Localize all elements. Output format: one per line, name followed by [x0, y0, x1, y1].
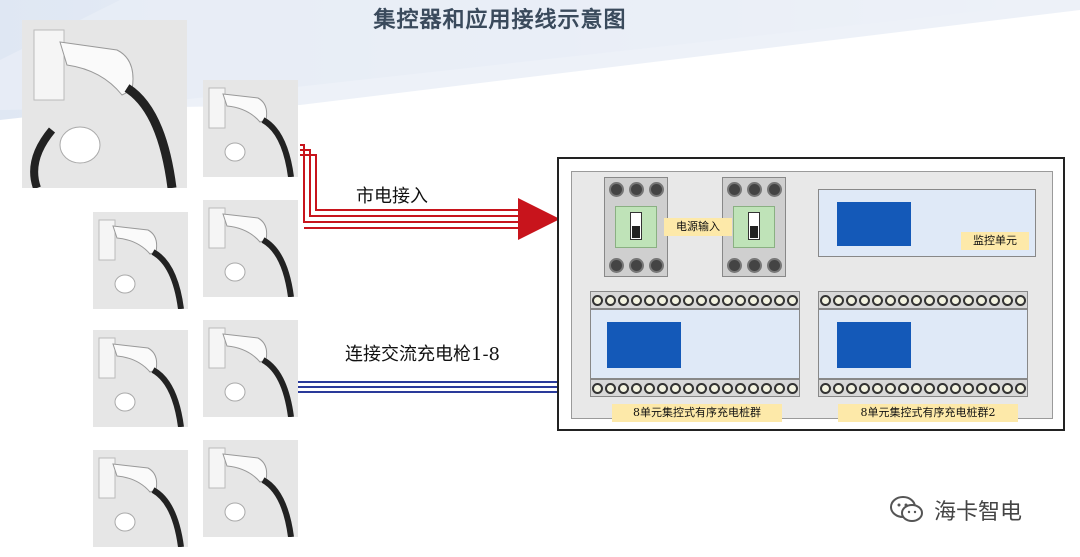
- power-input-tag: 电源输入: [664, 218, 732, 236]
- watermark-text: 海卡智电: [934, 500, 1023, 525]
- group-1-screen: [607, 322, 681, 368]
- charging-gun-photo: [203, 80, 298, 177]
- arrow-icon: [518, 198, 560, 240]
- breaker-right: [722, 177, 786, 277]
- charging-gun-photo: [93, 450, 188, 547]
- watermark: 海卡智电: [890, 494, 1022, 526]
- monitor-unit: 监控单元: [818, 189, 1036, 257]
- breaker-left: [604, 177, 668, 277]
- charging-gun-photo: [93, 212, 188, 309]
- breaker-switch: [630, 212, 642, 240]
- mains-input-label: 市电接入: [356, 186, 428, 207]
- breaker-switch: [748, 212, 760, 240]
- group-1-label: 8单元集控式有序充电桩群: [612, 404, 782, 422]
- signal-wire: [298, 381, 560, 393]
- diagram-title: 集控器和应用接线示意图: [373, 8, 627, 33]
- terminal-strip: [818, 291, 1028, 309]
- charging-gun-photo-large: [22, 20, 187, 188]
- monitor-unit-label: 监控单元: [961, 232, 1029, 250]
- charging-gun-photo: [203, 320, 298, 417]
- guns-connection-label: 连接交流充电枪1-8: [345, 344, 500, 365]
- charging-group-2-module: [818, 309, 1028, 379]
- monitor-screen: [837, 202, 911, 246]
- terminal-strip: [590, 291, 800, 309]
- charging-gun-photo: [203, 200, 298, 297]
- charging-gun-photo: [203, 440, 298, 537]
- charging-gun-photo: [93, 330, 188, 427]
- wechat-icon: [890, 496, 923, 522]
- mains-wire: [300, 144, 520, 229]
- charging-group-1-module: [590, 309, 800, 379]
- terminal-strip: [590, 379, 800, 397]
- group-2-label: 8单元集控式有序充电桩群2: [838, 404, 1018, 422]
- terminal-strip: [818, 379, 1028, 397]
- group-2-screen: [837, 322, 911, 368]
